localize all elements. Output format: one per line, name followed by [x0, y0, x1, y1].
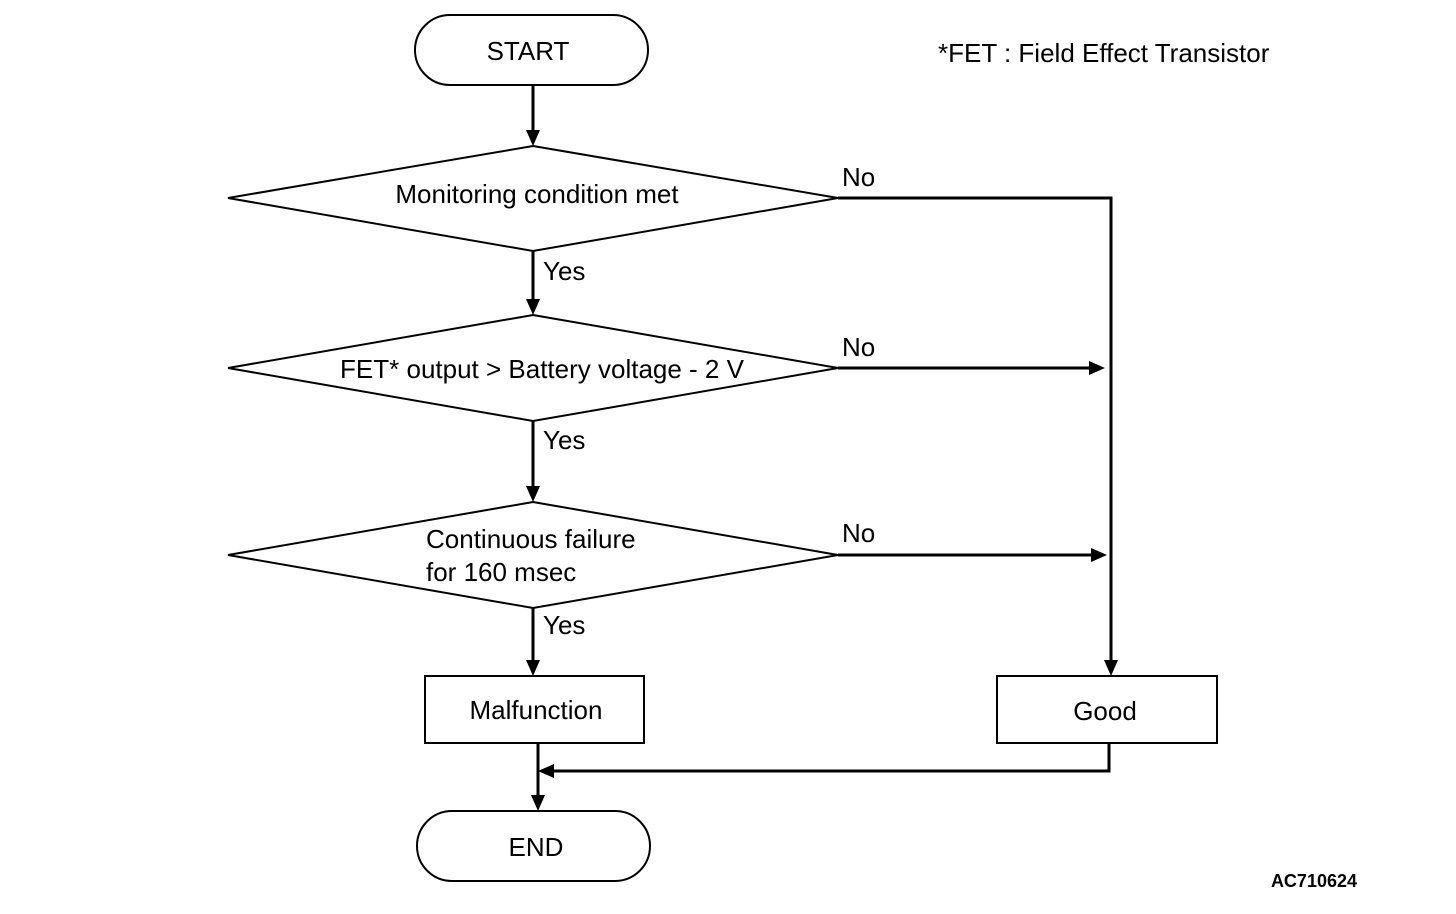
figure-code: AC710624: [1271, 871, 1357, 891]
decision-1-text: Monitoring condition met: [395, 179, 679, 209]
decision-3-text-line-2: for 160 msec: [426, 557, 576, 587]
decision-2-yes-label: Yes: [543, 425, 585, 455]
decision-continuous-failure: Continuous failure for 160 msec: [227, 500, 839, 610]
decision-monitoring-condition: Monitoring condition met: [227, 144, 839, 253]
end-label: END: [509, 832, 564, 862]
start-label: START: [487, 36, 570, 66]
arrowhead-decision-1: [526, 130, 540, 146]
arrowhead-end: [531, 795, 545, 811]
decision-1-no-label: No: [842, 162, 875, 192]
decision-fet-output: FET* output > Battery voltage - 2 V: [227, 313, 839, 423]
connector-good-to-merge: [552, 743, 1111, 773]
malfunction-label: Malfunction: [470, 695, 603, 725]
good-label: Good: [1073, 696, 1137, 726]
decision-2-no-label: No: [842, 332, 875, 362]
malfunction-box: Malfunction: [424, 675, 645, 744]
decision-1-yes-label: Yes: [543, 256, 585, 286]
end-terminal: END: [416, 810, 651, 882]
connector-decision-1-no: [838, 196, 1113, 662]
decision-3-yes-label: Yes: [543, 610, 585, 640]
arrowhead-decision-3: [526, 486, 540, 502]
good-box: Good: [996, 675, 1218, 744]
start-terminal: START: [414, 14, 649, 86]
decision-3-no-label: No: [842, 518, 875, 548]
arrowhead-malfunction: [526, 660, 540, 676]
arrowhead-decision-3-no: [1091, 548, 1107, 562]
arrowhead-decision-2-no: [1089, 361, 1105, 375]
decision-2-text: FET* output > Battery voltage - 2 V: [340, 354, 745, 384]
arrowhead-good: [1104, 660, 1118, 676]
fet-footnote: *FET : Field Effect Transistor: [938, 38, 1270, 68]
decision-3-text-line-1: Continuous failure: [426, 524, 636, 554]
arrowhead-merge: [538, 764, 554, 778]
arrowhead-decision-2: [526, 299, 540, 315]
